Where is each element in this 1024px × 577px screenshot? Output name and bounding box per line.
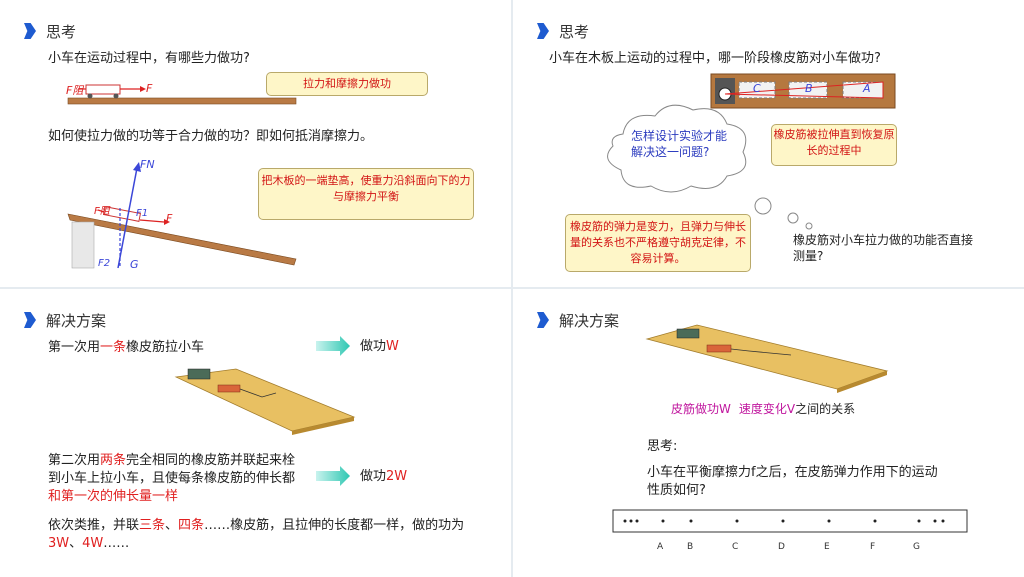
arrow-to-work-w <box>316 336 350 356</box>
panel-title: 思考 <box>24 20 76 42</box>
timer-device <box>676 328 700 339</box>
board-label-c: C <box>753 82 761 95</box>
panel-think-rubber-band: 思考 小车在木板上运动的过程中，哪一阶段橡皮筋对小车做功? C B A 怎样设计… <box>513 0 1024 287</box>
panel-think-forces: 思考 小车在运动过程中，有哪些力做功? F阻 F FN F阻 F1 F F2 G… <box>0 0 511 287</box>
incline-pull-arrowhead <box>164 219 170 225</box>
title-marker-icon <box>537 23 549 39</box>
thought-bubble <box>754 197 772 215</box>
pull-arrowhead <box>140 86 146 92</box>
incline-pull-arrow <box>139 219 165 223</box>
work-2w-label: 做功2W <box>360 469 408 484</box>
experiment-setup <box>612 324 968 533</box>
callout-raise-board: 把木板的一端垫高，使重力沿斜面向下的力与摩擦力平衡 <box>258 168 474 220</box>
small-cart <box>217 384 241 393</box>
force-label-g: G <box>130 258 139 271</box>
cart-wheel <box>87 93 93 99</box>
panel-title: 思考 <box>537 20 589 42</box>
support-block <box>71 221 95 269</box>
cloud-text: 怎样设计实验才能解决这一问题? <box>631 129 728 159</box>
ticker-tape <box>612 509 968 533</box>
thought-bubble <box>787 212 799 224</box>
callout-stretch-stage: 橡皮筋被拉伸直到恢复原长的过程中 <box>771 124 897 166</box>
question-forces: 小车在运动过程中，有哪些力做功? <box>48 51 250 66</box>
tape-label-e: E <box>824 542 830 552</box>
arrow-to-work-2w <box>316 466 350 486</box>
force-label-resist: F阻 <box>66 84 84 97</box>
rubber-bands <box>730 348 792 356</box>
tape-label-f: F <box>870 542 876 552</box>
tape-dots <box>623 519 945 523</box>
rubber-bands <box>239 388 277 398</box>
work-w-label: 做功W <box>360 339 399 354</box>
rubber-band-line <box>724 81 884 99</box>
panel-solution-work: 解决方案 第一次用一条橡皮筋拉小车 做功W 第二次用两条完全相同的橡皮筋并联起来… <box>0 289 511 577</box>
small-cart <box>706 344 732 353</box>
horizontal-board <box>67 97 297 105</box>
question-which-stage: 小车在木板上运动的过程中，哪一阶段橡皮筋对小车做功? <box>549 51 881 66</box>
force-label-f-incline: F <box>166 212 173 225</box>
title-marker-icon <box>24 312 36 328</box>
callout-variable-force: 橡皮筋的弹力是变力，且弹力与伸长量的关系也不严格遵守胡克定律，不容易计算。 <box>565 214 751 272</box>
tape-label-g: G <box>913 542 920 552</box>
tape-label-d: D <box>778 542 785 552</box>
board-label-a: A <box>863 82 871 95</box>
cart-position-c <box>738 81 776 99</box>
tape-label-b: B <box>687 542 694 552</box>
question-direct-measure: 橡皮筋对小车拉力做的功能否直接测量? <box>793 233 974 263</box>
incline-friction-arrow <box>97 209 105 213</box>
cart-wheel <box>113 93 119 99</box>
cart-on-incline <box>102 206 142 222</box>
step-three-text: 依次类推，并联三条、四条……橡皮筋，且拉伸的长度都一样，做的功为3W、4W…… <box>48 518 465 551</box>
thought-cloud <box>607 104 747 193</box>
normal-force-arrowhead <box>133 162 141 172</box>
force-label-f1: F1 <box>136 208 149 219</box>
board-and-clouds <box>607 73 896 230</box>
tape-label-a: A <box>657 542 664 552</box>
think-label: 思考: <box>647 439 678 454</box>
motion-question: 小车在平衡摩擦力f之后，在皮筋弹力作用下的运动性质如何? <box>647 465 938 498</box>
title-marker-icon <box>537 312 549 328</box>
force-label-f: F <box>146 82 153 95</box>
thought-bubble <box>805 222 813 230</box>
force-label-fn: FN <box>140 158 155 171</box>
panel-title: 解决方案 <box>24 309 106 331</box>
cart-block <box>85 84 121 95</box>
timer-device <box>187 368 211 380</box>
force-label-f2: F2 <box>98 258 111 269</box>
plank-edge <box>292 417 354 435</box>
solution-arrows-board <box>174 336 356 486</box>
panel-title: 解决方案 <box>537 309 619 331</box>
board-label-b: B <box>805 82 813 95</box>
callout-forces-working: 拉力和摩擦力做功 <box>266 72 428 96</box>
cart-position-b <box>788 81 828 99</box>
tape-label-c: C <box>732 542 739 552</box>
step-two-text: 第二次用两条完全相同的橡皮筋并联起来栓到小车上拉小车，且使每条橡皮筋的伸长都和第… <box>48 453 296 504</box>
force-label-resist-incline: F阻 <box>94 206 110 217</box>
step-one-text: 第一次用一条橡皮筋拉小车 <box>48 340 205 355</box>
normal-force-arrow <box>117 167 138 269</box>
force-diagrams <box>67 84 297 269</box>
question-balance-friction: 如何使拉力做的功等于合力做的功？即如何抵消摩擦力。 <box>48 129 374 144</box>
title-marker-icon <box>24 23 36 39</box>
plank-edge <box>837 371 887 393</box>
inclined-board <box>67 213 297 266</box>
